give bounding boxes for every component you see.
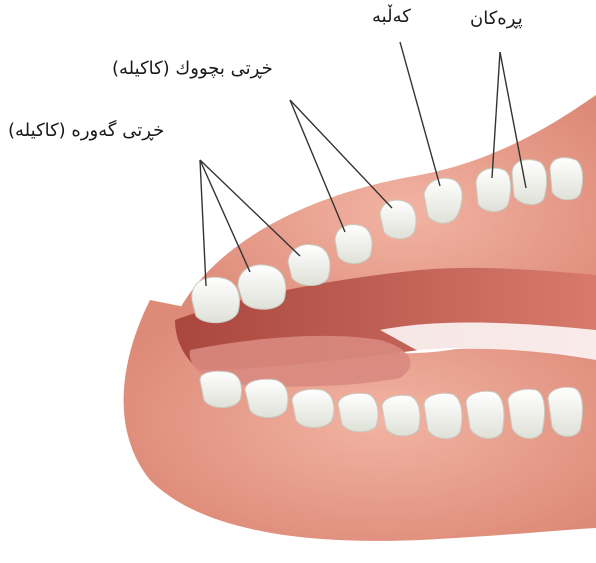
upper-premolar-3 — [380, 200, 416, 239]
upper-incisor-1 — [476, 168, 511, 211]
canine-line — [400, 42, 440, 186]
premolars-label: خڕتی بچووك (کاکیلە) — [112, 60, 273, 78]
upper-molar-1 — [192, 277, 240, 322]
upper-canine — [424, 178, 462, 223]
molar-line-1 — [200, 160, 206, 286]
canine-label: کەڵبە — [372, 8, 411, 26]
molars-label: خڕتی گەورە (کاکیلە) — [8, 122, 164, 140]
upper-premolar-2 — [335, 225, 372, 264]
upper-incisor-3 — [550, 158, 583, 200]
upper-incisor-2 — [512, 160, 547, 205]
molar-line-2 — [200, 160, 250, 272]
premolar-line-2 — [290, 100, 392, 208]
upper-molar-2 — [238, 265, 286, 309]
incisors-label: پڕەکان — [470, 10, 523, 28]
